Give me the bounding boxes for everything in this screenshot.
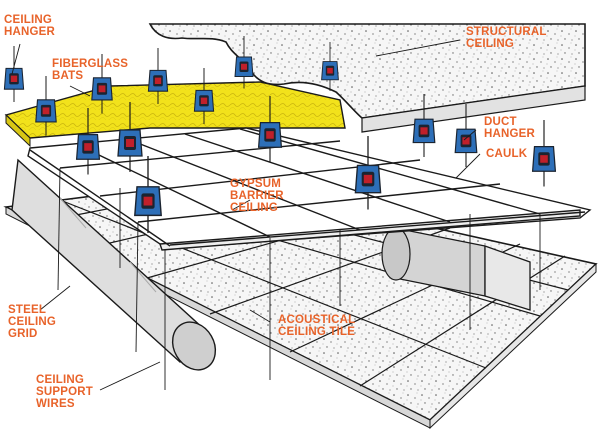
ceiling-hanger-icon [234,36,254,89]
ceiling-hanger-icon [454,103,478,168]
rectangular-duct [381,227,531,311]
ceiling-hanger-icon [531,119,557,187]
ceiling-hanger-icon [75,107,101,175]
label-caulk: CAULK [486,148,528,160]
ceiling-hanger-icon [257,95,283,163]
ceiling-hanger-icon [193,67,215,125]
ceiling-hanger-icon [91,53,113,114]
ceiling-hanger-icon [35,75,57,136]
ceiling-hanger-icon [147,47,169,105]
round-duct [11,158,217,371]
ceiling-hanger-icon [3,45,25,103]
ceiling-hanger-icon [412,93,436,158]
ceiling-hangers [3,36,557,234]
ceiling-hanger-icon [134,155,162,234]
ceiling-support-wires [57,167,541,390]
ceiling-hanger-icon [117,102,143,172]
gypsum-barrier-ceiling-grid [27,127,592,251]
leader-lines [11,39,481,391]
ceiling-hanger-icon [321,42,339,91]
ceiling-hanger-icon [354,136,382,210]
